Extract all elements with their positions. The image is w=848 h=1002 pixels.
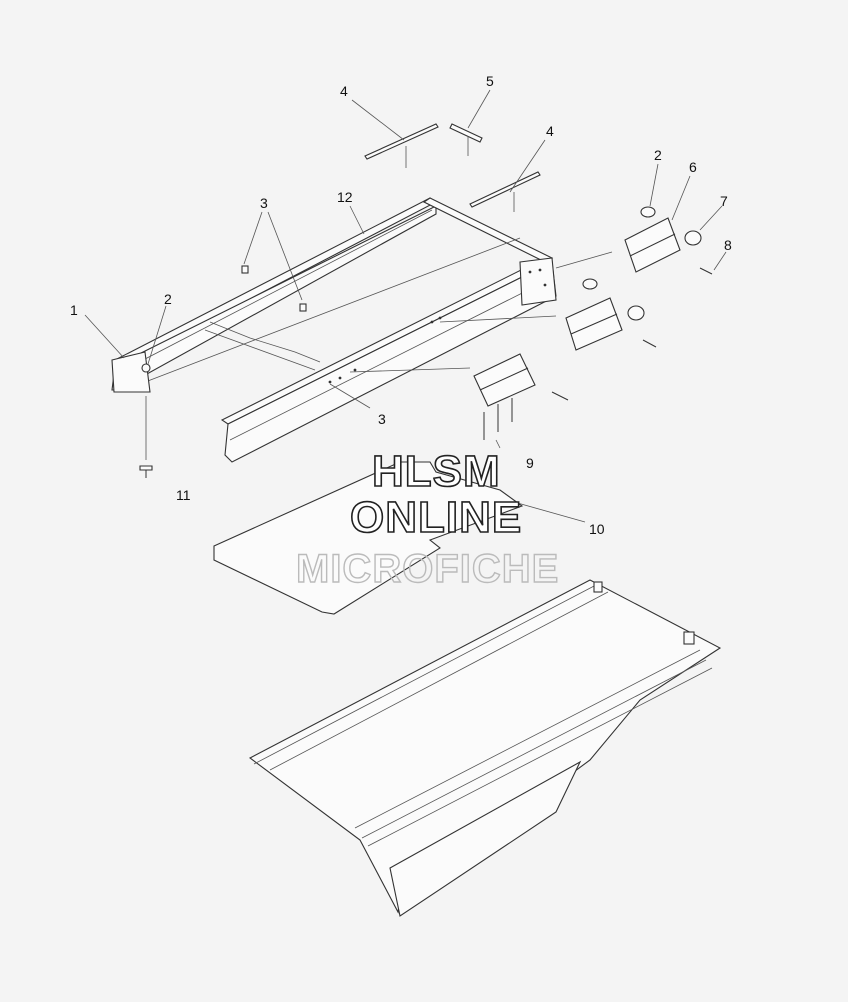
hinge-assemblies	[139, 206, 713, 478]
callout-11: 11	[176, 487, 191, 503]
watermark: HLSM ONLINE MICROFICHE	[295, 446, 559, 592]
callout-10: 10	[589, 521, 605, 537]
leader-lines	[84, 89, 727, 523]
callout-2-right: 2	[654, 147, 662, 163]
watermark-line-3: MICROFICHE	[296, 547, 559, 591]
callout-2-left: 2	[164, 291, 172, 307]
watermark-line-2: ONLINE	[350, 493, 522, 542]
callout-6: 6	[689, 159, 697, 175]
callout-7: 7	[720, 193, 728, 209]
callout-3-bottom: 3	[378, 411, 386, 427]
callout-9: 9	[526, 455, 534, 471]
callout-1: 1	[70, 302, 78, 318]
floor-panel	[213, 461, 524, 615]
callout-12: 12	[337, 189, 353, 205]
callout-3-top: 3	[260, 195, 268, 211]
callout-8: 8	[724, 237, 732, 253]
trim-strips	[364, 123, 541, 208]
callout-5: 5	[486, 73, 494, 89]
frame-assembly	[111, 197, 557, 463]
callout-4-right: 4	[546, 123, 554, 139]
callout-labels: 1 2 3 12 4 5 4 2 6 7 8 3 9 11 10	[70, 73, 732, 537]
callout-4-left: 4	[340, 83, 348, 99]
deck-assembly	[248, 579, 722, 917]
watermark-line-1: HLSM	[372, 447, 501, 496]
